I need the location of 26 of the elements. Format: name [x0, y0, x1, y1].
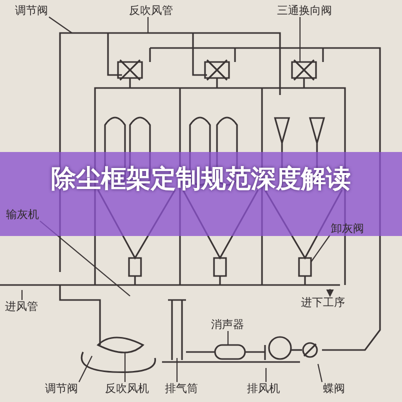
leader-line — [21, 290, 23, 300]
callout-label: 进下工序 — [300, 296, 346, 309]
leader-line — [310, 234, 330, 262]
callout-label: 调节阀 — [44, 382, 79, 395]
callout-label: 卸灰阀 — [330, 222, 365, 235]
callout-label: 消声器 — [210, 318, 245, 331]
leader-line — [176, 358, 178, 382]
leader-line — [317, 364, 323, 382]
leader-line — [265, 368, 267, 382]
title: 除尘框架定制规范深度解读 — [50, 163, 352, 195]
callout-label: 三通换向阀 — [276, 4, 333, 17]
arrow — [326, 289, 334, 298]
callout-label: 输灰机 — [5, 208, 40, 221]
leader-line — [48, 16, 72, 34]
callout-label: 排气筒 — [164, 382, 199, 395]
leader-line — [147, 17, 149, 33]
leader-line — [299, 17, 301, 62]
leader-line — [78, 356, 92, 382]
callout-label: 排风机 — [246, 382, 281, 395]
callout-label: 进风管 — [4, 300, 39, 313]
leader-line — [227, 331, 229, 345]
callout-label: 反吹风管 — [128, 4, 174, 17]
callout-label: 蝶阀 — [322, 382, 346, 395]
callout-label: 调节阀 — [14, 4, 49, 17]
leader-line — [124, 352, 126, 382]
callout-label: 反吹风机 — [104, 382, 150, 395]
